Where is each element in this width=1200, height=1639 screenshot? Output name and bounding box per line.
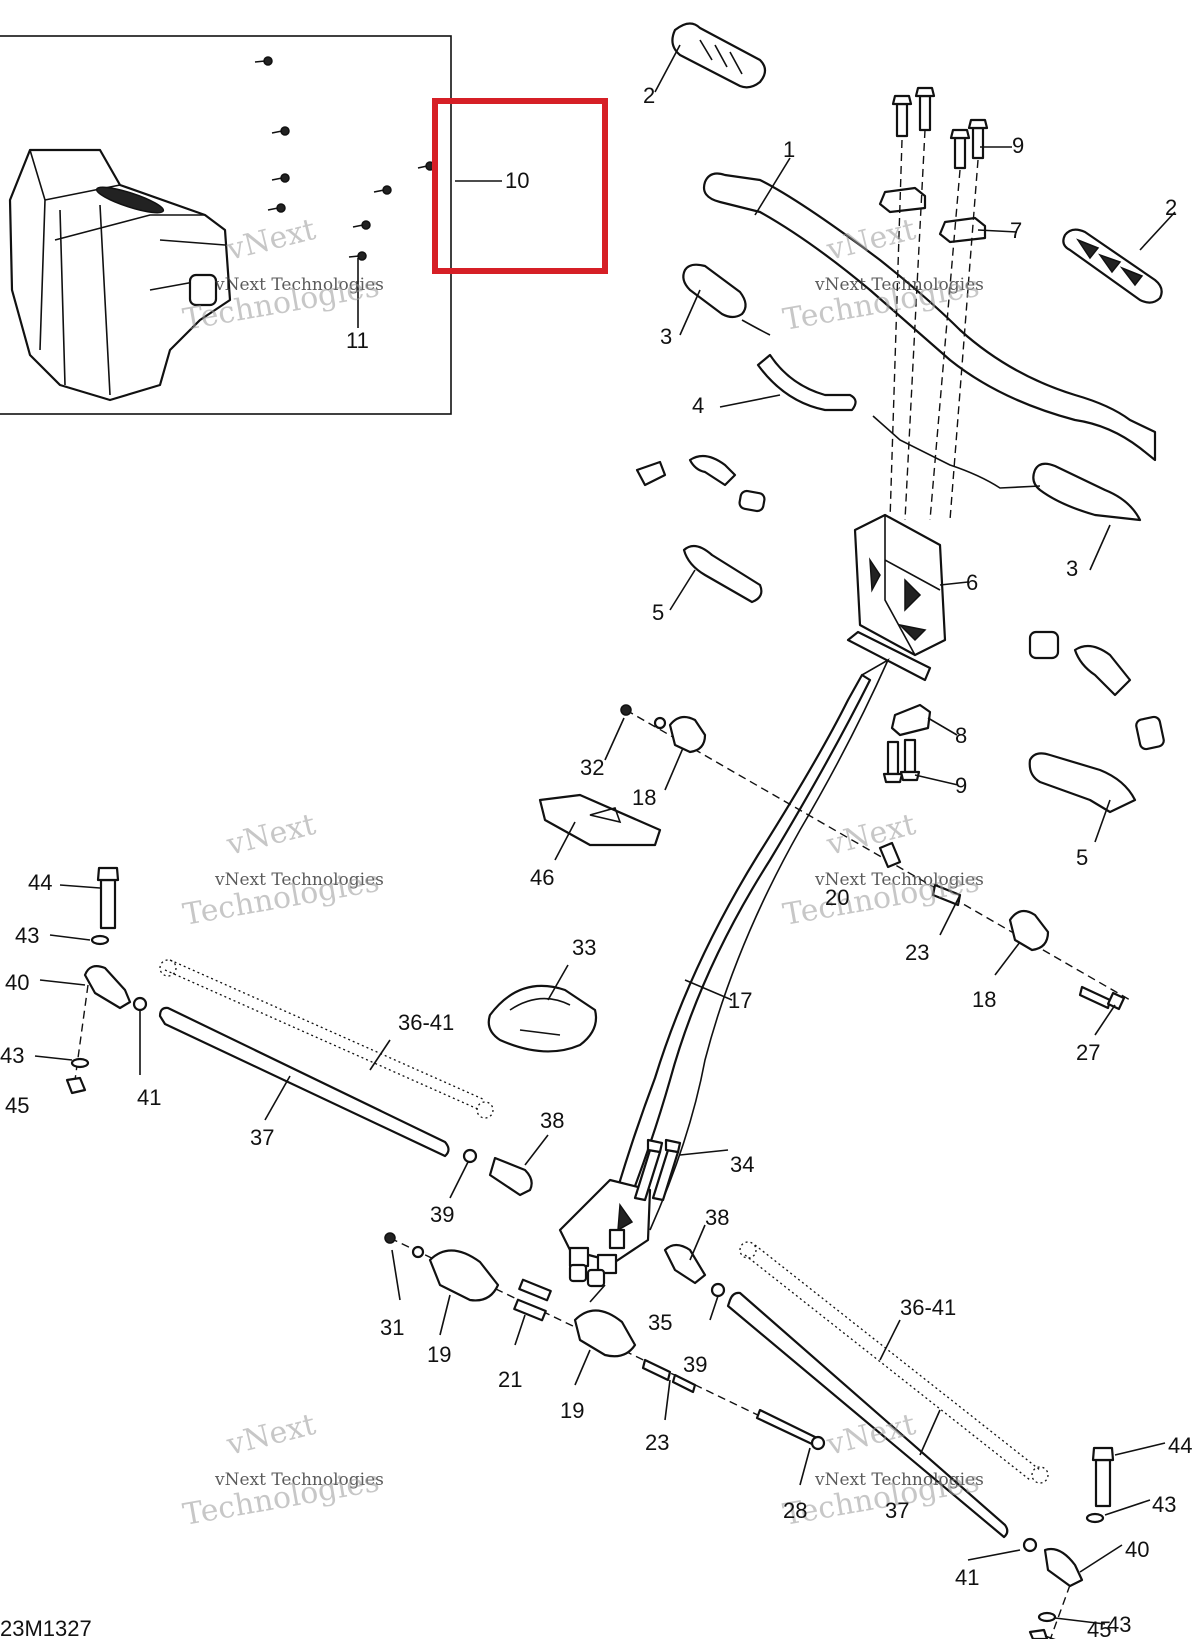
callout-43: 43 — [0, 1043, 24, 1068]
callout-21: 21 — [498, 1367, 522, 1392]
callout-9: 9 — [1012, 133, 1024, 158]
callout-4: 4 — [692, 393, 704, 418]
callout-27: 27 — [1076, 1040, 1100, 1065]
callout-6: 6 — [966, 570, 978, 595]
callout-38: 38 — [540, 1108, 564, 1133]
callout-5: 5 — [1076, 845, 1088, 870]
watermark-line2: vNext Technologies — [214, 275, 384, 295]
steering-column — [558, 658, 890, 1275]
handlebar-assembly — [635, 22, 1165, 814]
callout-45: 45 — [5, 1093, 29, 1118]
callout-28: 28 — [783, 1498, 807, 1523]
callout-8: 8 — [955, 723, 967, 748]
callout-38: 38 — [705, 1205, 729, 1230]
inset-box — [0, 35, 502, 415]
leader-lines — [34, 44, 1176, 1639]
watermark-line1: vNext — [822, 807, 919, 863]
callout-19: 19 — [560, 1398, 584, 1423]
callout-37: 37 — [250, 1125, 274, 1150]
callout-36-41: 36-41 — [398, 1010, 454, 1035]
callout-18: 18 — [632, 785, 656, 810]
callout-19: 19 — [427, 1342, 451, 1367]
diagram-code: 23M1327 — [0, 1616, 92, 1639]
callout-36-41: 36-41 — [900, 1295, 956, 1320]
callout-2: 2 — [1165, 195, 1177, 220]
callout-32: 32 — [580, 755, 604, 780]
callout-34: 34 — [730, 1152, 754, 1177]
callout-9: 9 — [955, 773, 967, 798]
callout-3: 3 — [1066, 556, 1078, 581]
callout-23: 23 — [905, 940, 929, 965]
callout-41: 41 — [955, 1565, 979, 1590]
watermark-line2: vNext Technologies — [214, 1470, 384, 1490]
callout-39: 39 — [430, 1202, 454, 1227]
bolts-34 — [633, 1138, 682, 1202]
screws-11 — [254, 56, 435, 261]
highlight-box — [432, 98, 608, 274]
callout-7: 7 — [1010, 218, 1022, 243]
grip-right — [1062, 228, 1163, 304]
riser-6 — [853, 513, 947, 657]
watermark-line2: vNext Technologies — [214, 870, 384, 890]
callout-40: 40 — [1125, 1537, 1149, 1562]
callout-35: 35 — [648, 1310, 672, 1335]
callout-5: 5 — [652, 600, 664, 625]
console-cover — [8, 148, 232, 402]
watermark-line1: vNext — [222, 212, 319, 268]
callout-46: 46 — [530, 865, 554, 890]
watermark-line1: vNext — [222, 807, 319, 863]
right-tie-rod — [663, 1241, 1115, 1639]
callout-20: 20 — [825, 885, 849, 910]
watermark-line1: vNext — [222, 1407, 319, 1463]
callout-23: 23 — [645, 1430, 669, 1455]
callout-43: 43 — [1152, 1492, 1176, 1517]
callout-2: 2 — [643, 83, 655, 108]
callout-43: 43 — [15, 923, 39, 948]
callout-10: 10 — [505, 168, 529, 193]
callout-39: 39 — [683, 1352, 707, 1377]
callout-43: 43 — [1107, 1612, 1131, 1637]
watermark-line2: vNext Technologies — [814, 870, 984, 890]
callout-44: 44 — [28, 870, 52, 895]
callout-17: 17 — [728, 988, 752, 1013]
callout-41: 41 — [137, 1085, 161, 1110]
grip-top — [671, 22, 767, 89]
callout-45: 45 — [1087, 1617, 1111, 1639]
callout-33: 33 — [572, 935, 596, 960]
callout-31: 31 — [380, 1315, 404, 1340]
callout-40: 40 — [5, 970, 29, 995]
callout-37: 37 — [885, 1498, 909, 1523]
callout-11: 11 — [346, 328, 369, 353]
callout-3: 3 — [660, 324, 672, 349]
callout-labels: 2 1 9 2 7 10 11 3 4 3 6 5 8 9 5 32 18 46… — [0, 83, 1192, 1639]
callout-18: 18 — [972, 987, 996, 1012]
callout-44: 44 — [1168, 1433, 1192, 1458]
watermark-line2: vNext Technologies — [814, 1470, 984, 1490]
handlebar-tube — [702, 172, 1157, 462]
watermark-line2: vNext Technologies — [814, 275, 984, 295]
bolts-9 — [891, 86, 989, 170]
callout-1: 1 — [783, 137, 795, 162]
left-tie-rod — [65, 866, 533, 1197]
